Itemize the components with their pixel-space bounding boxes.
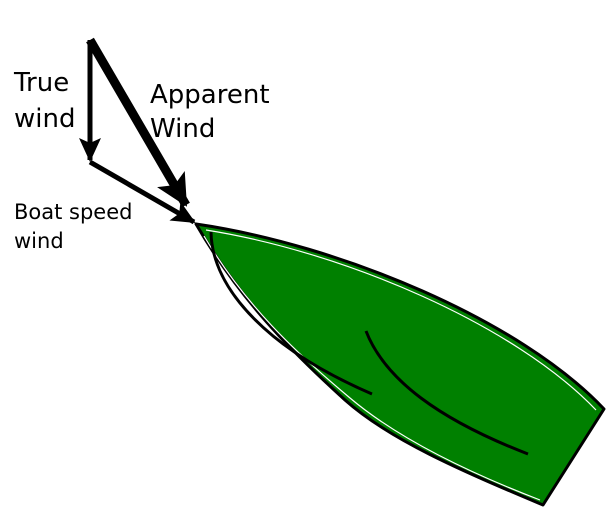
true-wind-label: True wind: [13, 68, 78, 134]
apparent-wind-arrow: [86, 37, 190, 208]
boat-hull-highlight: [205, 229, 597, 411]
main-sail: [364, 330, 529, 456]
boat-speed-wind-arrow: [88, 159, 196, 225]
boat: [194, 222, 606, 507]
apparent-wind-label: Apparent Wind: [150, 80, 278, 144]
boat-hull-highlight-lower: [203, 235, 541, 501]
jib-sail: [209, 231, 373, 396]
boat-speed-wind-label: Boat speed wind: [14, 200, 139, 253]
boat-hull: [194, 222, 606, 507]
